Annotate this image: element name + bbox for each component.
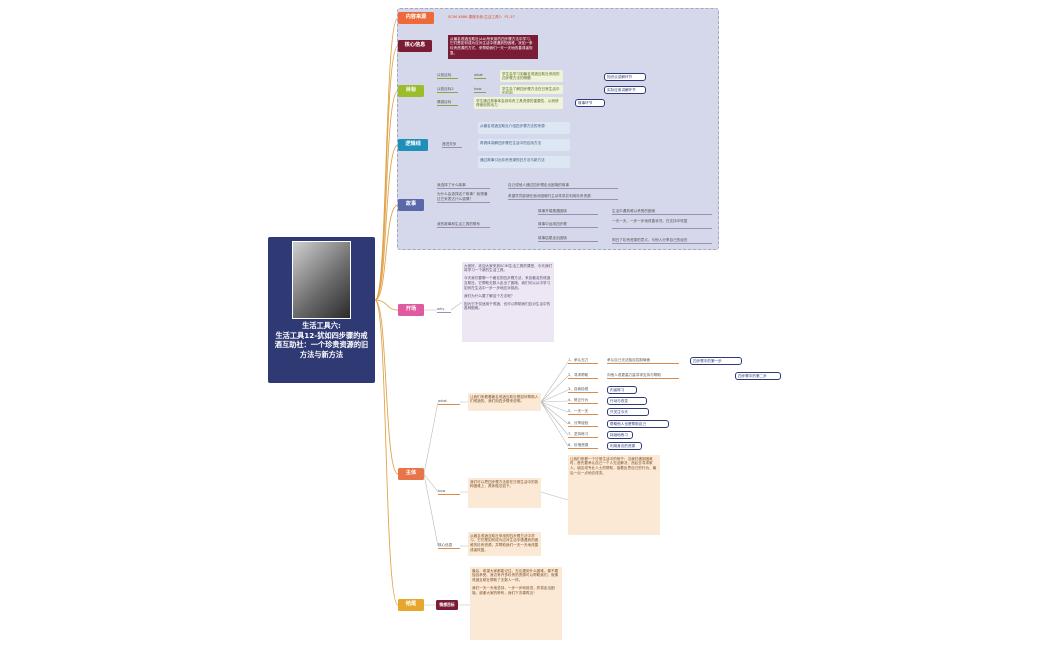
center-photo	[292, 241, 351, 319]
goal-label-1: 认知目标	[437, 73, 458, 79]
connector-gushi	[374, 204, 399, 301]
story-q-2: 为什么会选择这个故事？我想通过它来表达什么感情？	[437, 192, 490, 203]
story-sub-a-1: 生活中遇到难以承受的困难	[612, 209, 712, 215]
body-pill-4[interactable]: 行动与改变	[607, 397, 647, 406]
title-line2: 生活工具12-犹如四步骤的戒酒互助社：一个珍贵资源的旧方法与新方法	[274, 330, 369, 360]
body-pill-7[interactable]: 持续地练习	[607, 431, 633, 440]
opening-para-4: 因为它不仅适用于戒酒，也可以帮助我们应对生活中的各种困难。	[464, 301, 551, 311]
central-topic-title: 生活工具六: 生活工具12-犹如四步骤的戒酒互助社：一个珍贵资源的旧方法与新方法	[272, 321, 371, 360]
source-text: SCIM X686 课程手册-生活工具2：P1-57	[448, 15, 515, 19]
body-item-3: 3、自我检视	[568, 387, 598, 393]
body-item-6: 6、分享经验	[568, 421, 598, 427]
body-item-4: 4、修正行为	[568, 398, 598, 404]
body-pill-5[interactable]: 只关注今天	[607, 408, 649, 417]
body-how-detail: 让我们来看一个日常生活中的例子：当我们遇到困难时，首先要承认自己一个人无法解决，…	[568, 455, 660, 535]
story-q-3: 我的故事和生活工具的联系	[437, 222, 490, 228]
section-neirong[interactable]: 内容来源	[398, 12, 434, 24]
body-sub-how: how	[438, 489, 460, 495]
section-mubiao[interactable]: 目标	[398, 85, 424, 97]
body-item-1: 1、承认无力	[568, 358, 598, 364]
ending-para-1: 最后，希望大家都能记住，无论遇到什么困难，都不要独自承受。身边有许多珍贵的资源可…	[472, 568, 559, 583]
body-pill-3[interactable]: 内省练习	[607, 386, 637, 395]
connector-jiewei	[374, 299, 399, 606]
ending-para-2: 我们一天一天地坚持，一步一步地前进，终将走出困境。谢谢大家的聆听，我们下次课再见…	[472, 586, 555, 595]
story-q-1: 我选择了什么故事	[437, 183, 490, 189]
body-item-8: 8、珍惜资源	[568, 443, 598, 449]
opening-para-1: 大家好，欢迎大家来到SCIM生活工具的课堂，今天我们将学习一个新的生活工具。	[464, 263, 553, 273]
section-gushi[interactable]: 故事	[398, 199, 424, 211]
body-item-2: 2、寻求帮助	[568, 373, 598, 379]
body-core-text: 从著名戒酒互助社采用的四步骤方法中学习，它们是如何成为应对生活中遭遇到的困难的珍…	[468, 532, 541, 556]
story-a-1: 自己或他人通过四步骤走出困境的故事	[508, 183, 618, 189]
core-message-text: 从最名戒酒互助社(AA)所采用的四步骤方法中学习，它们是如何成为应对生活中遭遇到…	[448, 35, 538, 59]
goal-text-3: 学生通过故事体会到珍贵工具资源的重要性，从而获得使用的动力	[474, 97, 563, 109]
story-a-2: 希望学员能够在面对困难时主动寻求并利用珍贵资源	[508, 194, 618, 200]
opening-para-3: 我们为什么要了解这个方法呢？	[464, 293, 515, 298]
body-pill-8[interactable]: 利用身边的资源	[607, 442, 642, 451]
goal-pill-1[interactable]: 知识点讲解环节	[604, 73, 646, 82]
body-pill-1[interactable]: 四步骤中的第一步	[690, 357, 742, 366]
body-sub-what: what	[438, 399, 460, 405]
body-pill-2[interactable]: 四步骤中的第二步	[735, 372, 781, 381]
body-item-7: 7、坚持练习	[568, 432, 598, 438]
goal-sub-1: what	[474, 73, 486, 79]
body-what-text: 让我们来看看著名戒酒互助社是如何帮助人们戒酒的。我们用四步骤来说明。	[468, 393, 541, 411]
opening-para-2: 今天我们要聊一个著名的四步骤方法，来自著名的戒酒互助社。它帮助无数人走出了困境，…	[464, 276, 551, 290]
section-luoji[interactable]: 逻辑线	[398, 139, 428, 151]
opening-sub: why	[437, 307, 451, 313]
story-sub-1: 故事开端遭遇困境	[538, 209, 598, 215]
goal-label-2: 认知目标2	[437, 87, 458, 93]
logic-item-1: 从著名戒酒互助社介绍四步骤方法的来源	[478, 122, 570, 134]
ending-sub[interactable]: 情感目标	[436, 600, 458, 610]
body-sub-core: 核心信息	[438, 543, 460, 549]
connector-luoji	[374, 144, 399, 301]
story-sub-a-3: 明白了珍贵资源的意义，与他人分享自己的经历	[612, 238, 712, 244]
goal-label-3: 情感目标	[437, 100, 458, 106]
story-sub-a-2: 一天一天，一步一步地改善状况，在支持中恢复	[612, 219, 712, 229]
connector-kaichang	[374, 299, 399, 311]
body-item-5: 5、一天一天	[568, 409, 598, 415]
logic-item-2: 再具体讲解四步骤在生活中的应用方法	[478, 139, 570, 151]
logic-sub: 递进关系	[442, 142, 462, 148]
section-kaichang[interactable]: 开场	[398, 304, 424, 316]
section-zhuti[interactable]: 主体	[398, 468, 424, 480]
ending-text: 最后，希望大家都能记住，无论遇到什么困难，都不要独自承受。身边有许多珍贵的资源可…	[470, 567, 562, 640]
goal-sub-2: how	[474, 87, 486, 93]
connector-hexin	[374, 45, 399, 301]
goal-text-1: 学生会学习到最名戒酒互助社采用的四步骤方法的精髓	[500, 70, 563, 82]
body-item-desc-2: 向他人或更高力量寻求支持与帮助	[607, 373, 679, 379]
opening-text: 大家好，欢迎大家来到SCIM生活工具的课堂，今天我们将学习一个新的生活工具。 今…	[462, 262, 554, 342]
story-sub-3: 故事结尾走出困境	[538, 236, 598, 242]
body-how-text: 我们可以把四步骤方法用在日常生活中的各种困难上，具体做法如下。	[468, 478, 541, 508]
goal-text-2: 学生会了解四步骤方法在日常生活中的应用	[500, 85, 563, 94]
body-item-desc-1: 承认自己无法独自控制局面	[607, 358, 679, 364]
connector-mubiao	[374, 90, 399, 301]
goal-pill-3[interactable]: 故事环节	[575, 99, 605, 108]
connector-zhuti	[374, 299, 399, 475]
title-line1: 生活工具六:	[302, 321, 341, 330]
section-hexin[interactable]: 核心信息	[398, 40, 432, 52]
body-pill-6[interactable]: 帮助他人也是帮助自己	[607, 420, 669, 429]
section-jiewei[interactable]: 结尾	[398, 599, 424, 611]
story-sub-2: 故事中运用四步骤	[538, 222, 598, 228]
goal-pill-2[interactable]: 实际应用讲解环节	[604, 86, 646, 95]
logic-item-3: 通过故事引出珍贵资源的旧方法与新方法	[478, 156, 570, 168]
